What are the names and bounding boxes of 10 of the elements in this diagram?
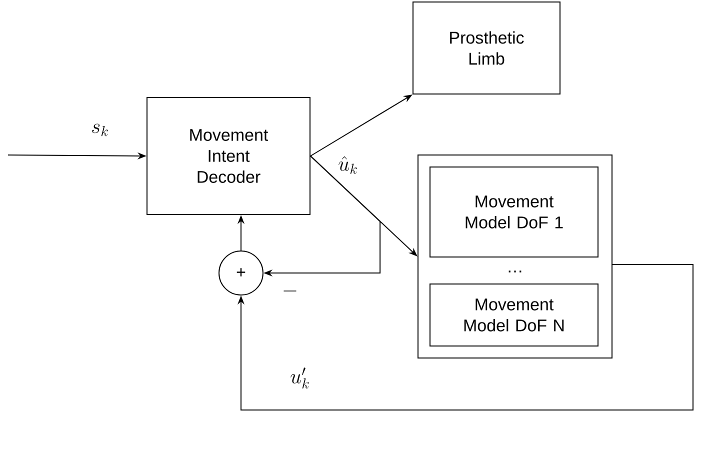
edge-label: $s_k$ [90, 122, 110, 138]
process-box: Movement Model DoF N [430, 284, 598, 346]
process-box: Prosthetic Limb [412, 2, 560, 94]
edge-label: $u'_k$ [289, 366, 311, 390]
edge-label: $\hat{u}_k$ [337, 155, 359, 175]
process-box: Movement Model DoF 1 [430, 166, 598, 258]
edge-label: $-$ [280, 283, 300, 299]
arrow [237, 264, 694, 410]
process-box: Movement Intent Decoder [146, 97, 310, 215]
summing-junction: + [218, 250, 264, 296]
